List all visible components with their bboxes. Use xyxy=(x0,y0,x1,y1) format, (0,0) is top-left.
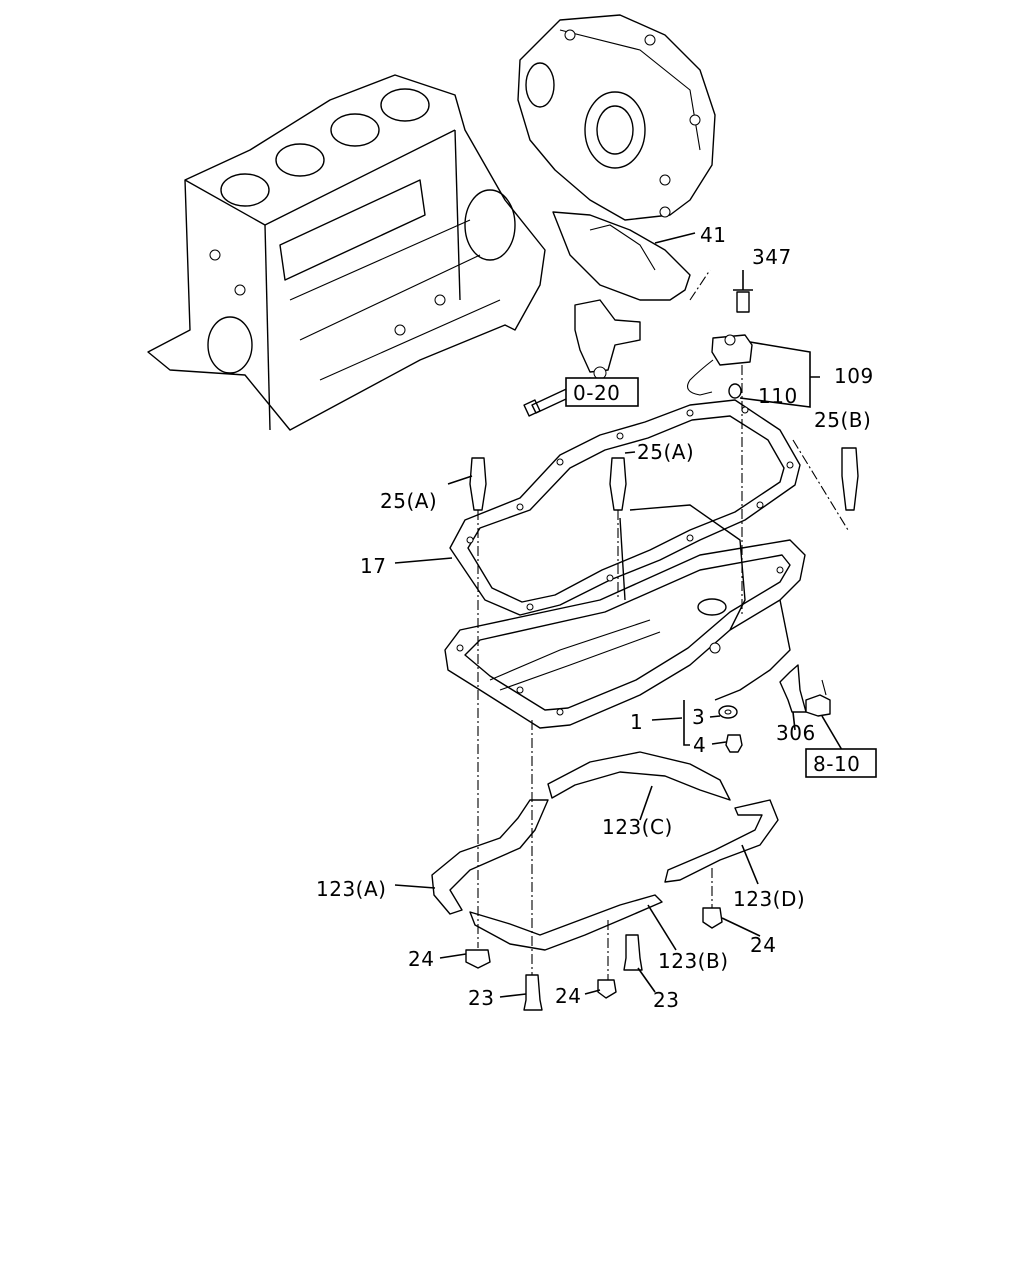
lower-gasket-123a xyxy=(431,799,549,915)
callout-123b: 123(B) xyxy=(658,949,729,973)
callout-25a-top: 25(A) xyxy=(637,440,694,464)
callout-8-10: 8-10 xyxy=(813,752,860,776)
callout-4: 4 xyxy=(693,733,706,757)
callout-25b: 25(B) xyxy=(814,408,871,432)
callout-17: 17 xyxy=(360,554,386,578)
callout-labels: 41 347 109 110 0-20 25(A) 25(B) 25(A) 17… xyxy=(316,223,874,1012)
stud-25a-left xyxy=(469,457,487,511)
callout-24-left: 24 xyxy=(408,947,434,971)
callout-0-20: 0-20 xyxy=(573,381,620,405)
oil-pan xyxy=(444,504,806,729)
oil-pan-upper-gasket xyxy=(449,399,801,616)
callout-306: 306 xyxy=(776,721,816,745)
nut-24-left xyxy=(465,949,491,969)
nut-24-right xyxy=(702,907,723,929)
flywheel-housing xyxy=(517,14,716,221)
callout-23-right: 23 xyxy=(653,988,679,1012)
ref-box-8-10 xyxy=(805,748,877,778)
dashed-guide-lines xyxy=(477,269,849,980)
clip-part-306 xyxy=(779,664,807,713)
lower-gasket-123b xyxy=(469,894,663,951)
engine-block xyxy=(147,74,546,431)
connector-8-10 xyxy=(805,679,831,717)
stud-25b xyxy=(841,447,859,511)
callout-23-left: 23 xyxy=(468,986,494,1010)
callout-123c: 123(C) xyxy=(602,815,673,839)
callout-123d: 123(D) xyxy=(733,887,805,911)
lower-gasket-123d xyxy=(664,799,779,883)
callout-123a: 123(A) xyxy=(316,877,386,901)
callout-1: 1 xyxy=(630,710,643,734)
lower-gasket-123c xyxy=(547,751,731,801)
callout-3: 3 xyxy=(692,705,705,729)
leader-lines xyxy=(394,232,843,998)
drain-washer xyxy=(718,705,738,719)
callout-24-mid: 24 xyxy=(555,984,581,1008)
callout-347: 347 xyxy=(752,245,792,269)
callout-109: 109 xyxy=(834,364,874,388)
callout-41: 41 xyxy=(700,223,726,247)
nut-24-mid xyxy=(597,979,617,999)
callout-25a-left: 25(A) xyxy=(380,489,437,513)
ref-box-0-20 xyxy=(565,377,639,407)
stud-25a-center xyxy=(609,457,627,511)
part-41-cover xyxy=(552,211,691,301)
bolt-23-right xyxy=(623,934,643,971)
oil-level-sensor xyxy=(687,289,753,399)
bolt-23-left xyxy=(523,974,543,1011)
drain-plug xyxy=(725,734,743,753)
callout-24-right: 24 xyxy=(750,933,776,957)
callout-110: 110 xyxy=(758,384,798,408)
